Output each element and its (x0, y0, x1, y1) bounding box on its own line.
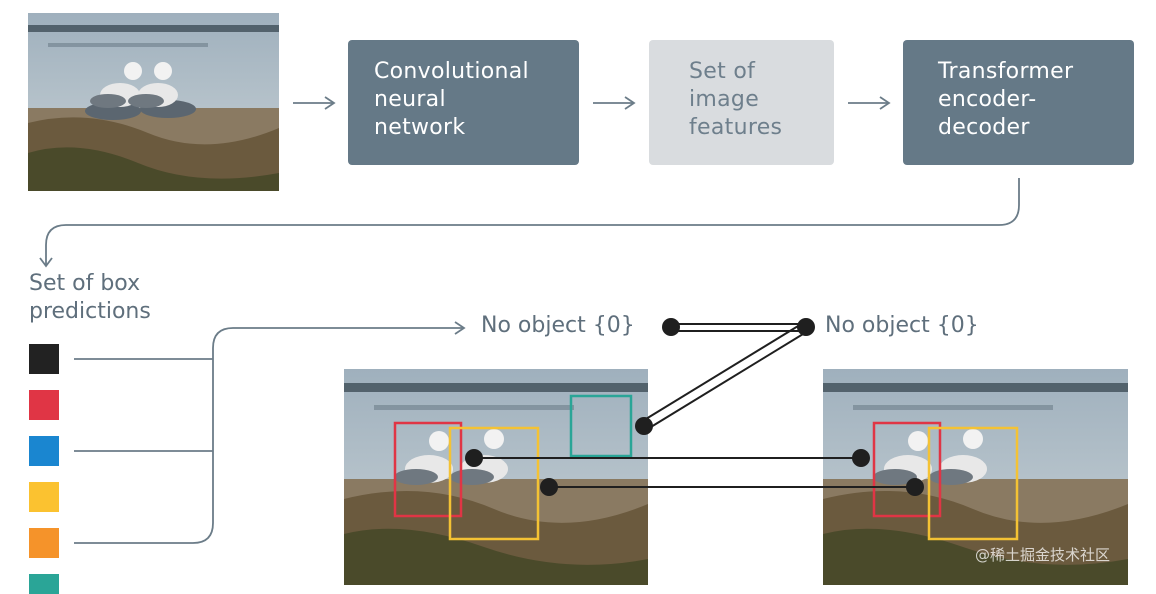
match-dot-red-gt (852, 449, 870, 467)
no-object-label-left: No object {0} (481, 313, 635, 338)
gt-box-red (872, 421, 942, 518)
swatch-black (29, 344, 59, 374)
pred-box-teal (569, 394, 633, 458)
match-dot-yellow-gt (906, 478, 924, 496)
match-dot-no-object-left (662, 318, 680, 336)
swatch-blue (29, 436, 59, 466)
no-object-label-right: No object {0} (825, 313, 979, 338)
swatch-teal (29, 574, 59, 594)
transformer-label-line-1: Transformer (938, 59, 1074, 84)
arrow-cnn-to-features-head (624, 96, 636, 110)
features-label-line-1: Set of (689, 59, 756, 84)
gt-box-yellow (927, 426, 1019, 541)
arrow-transformer-to-predictions (45, 178, 1020, 265)
pred-box-yellow (448, 426, 540, 541)
features-label-line-2: image (689, 87, 760, 112)
transformer-box: Transformer encoder- decoder (903, 40, 1134, 165)
prediction-image (344, 369, 648, 585)
cnn-label-line-3: network (374, 115, 466, 140)
match-dot-no-object-right (797, 318, 815, 336)
box-predictions-title: Set of box predictions (29, 270, 151, 326)
transformer-label-line-2: encoder- (938, 87, 1037, 112)
image-features-box: Set of image features (649, 40, 834, 165)
features-label-line-3: features (689, 115, 783, 140)
swatch-yellow (29, 482, 59, 512)
arrow-transformer-to-predictions-head (39, 257, 53, 268)
swatch-red (29, 390, 59, 420)
predictions-title-line-2: predictions (29, 299, 151, 324)
pred-box-red (393, 421, 463, 518)
match-dot-red-pred (465, 449, 483, 467)
match-diagonal-line-b (645, 330, 809, 431)
bracket-vertical (192, 327, 463, 544)
arrow-to-no-object-head (454, 321, 466, 335)
cnn-label-line-1: Convolutional (374, 59, 529, 84)
input-image (28, 13, 279, 191)
arrow-image-to-cnn-head (324, 96, 336, 110)
swatch-orange (29, 528, 59, 558)
arrow-features-to-transformer-head (879, 96, 891, 110)
match-diagonal-line-a (640, 322, 804, 423)
cnn-label-line-2: neural (374, 87, 446, 112)
cnn-box: Convolutional neural network (348, 40, 579, 165)
match-dot-yellow-pred (540, 478, 558, 496)
watermark: @稀土掘金技术社区 (974, 546, 1110, 564)
predictions-title-line-1: Set of box (29, 271, 141, 296)
transformer-label-line-3: decoder (938, 115, 1030, 140)
match-dot-teal (635, 417, 653, 435)
